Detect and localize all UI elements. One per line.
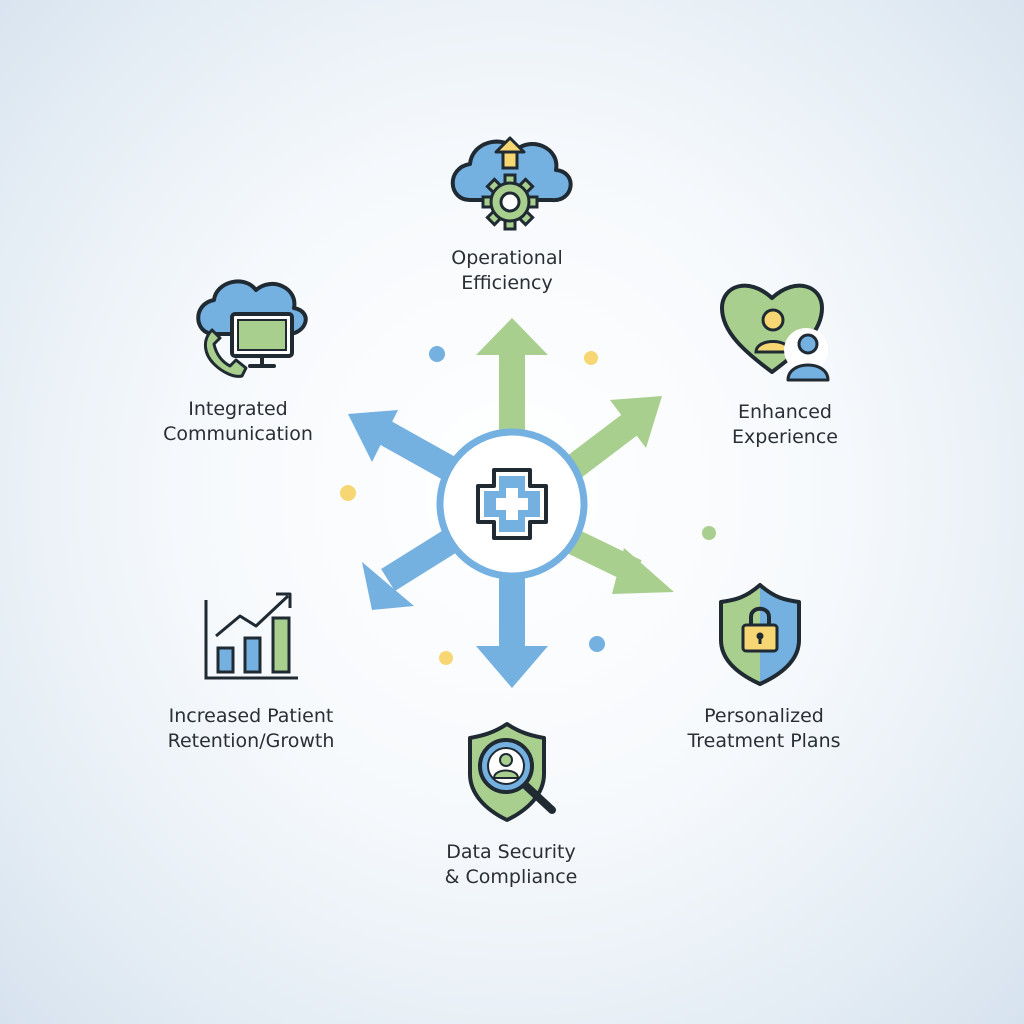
growth-chart-icon	[204, 592, 298, 680]
label-line: Enhanced	[738, 401, 832, 423]
label-line: Retention/Growth	[167, 730, 335, 752]
node-patient-retention-label: Increased Patient Retention/Growth	[168, 704, 335, 754]
dot-yellow	[439, 651, 453, 665]
shield-search-user-icon	[468, 722, 556, 822]
arrow-up-right	[562, 396, 662, 481]
dot-yellow	[584, 351, 598, 365]
decorative-dots	[340, 346, 716, 665]
node-operational-efficiency-label: Operational Efficiency	[451, 246, 562, 296]
dot-blue	[429, 346, 445, 362]
arrow-up	[476, 318, 548, 440]
node-personalized-treatment-label: Personalized Treatment Plans	[687, 704, 840, 754]
medical-cross-icon	[436, 428, 588, 580]
label-line: Increased Patient	[168, 705, 334, 727]
label-line: Integrated	[188, 398, 288, 420]
shield-lock-icon	[719, 583, 801, 686]
dot-yellow	[340, 485, 356, 501]
node-data-security-label: Data Security & Compliance	[445, 840, 578, 890]
node-integrated-communication-label: Integrated Communication	[163, 397, 313, 447]
arrow-down	[476, 566, 548, 688]
label-line: Communication	[163, 423, 313, 445]
arrow-down-right	[564, 528, 674, 594]
label-line: Data Security	[446, 841, 576, 863]
label-line: & Compliance	[444, 866, 578, 888]
arrow-down-left	[362, 528, 459, 610]
label-line: Operational	[451, 247, 563, 269]
arrow-up-left	[348, 410, 459, 482]
dot-blue	[589, 636, 605, 652]
dot-green	[702, 526, 716, 540]
label-line: Experience	[732, 426, 838, 448]
cloud-monitor-phone-icon	[196, 279, 308, 378]
arrows	[348, 318, 674, 688]
cloud-gear-upload-icon	[450, 136, 573, 231]
node-enhanced-experience-label: Enhanced Experience	[732, 400, 838, 450]
label-line: Efficiency	[461, 272, 553, 294]
label-line: Treatment Plans	[687, 730, 841, 752]
label-line: Personalized	[704, 705, 824, 727]
heart-users-icon	[720, 283, 830, 382]
